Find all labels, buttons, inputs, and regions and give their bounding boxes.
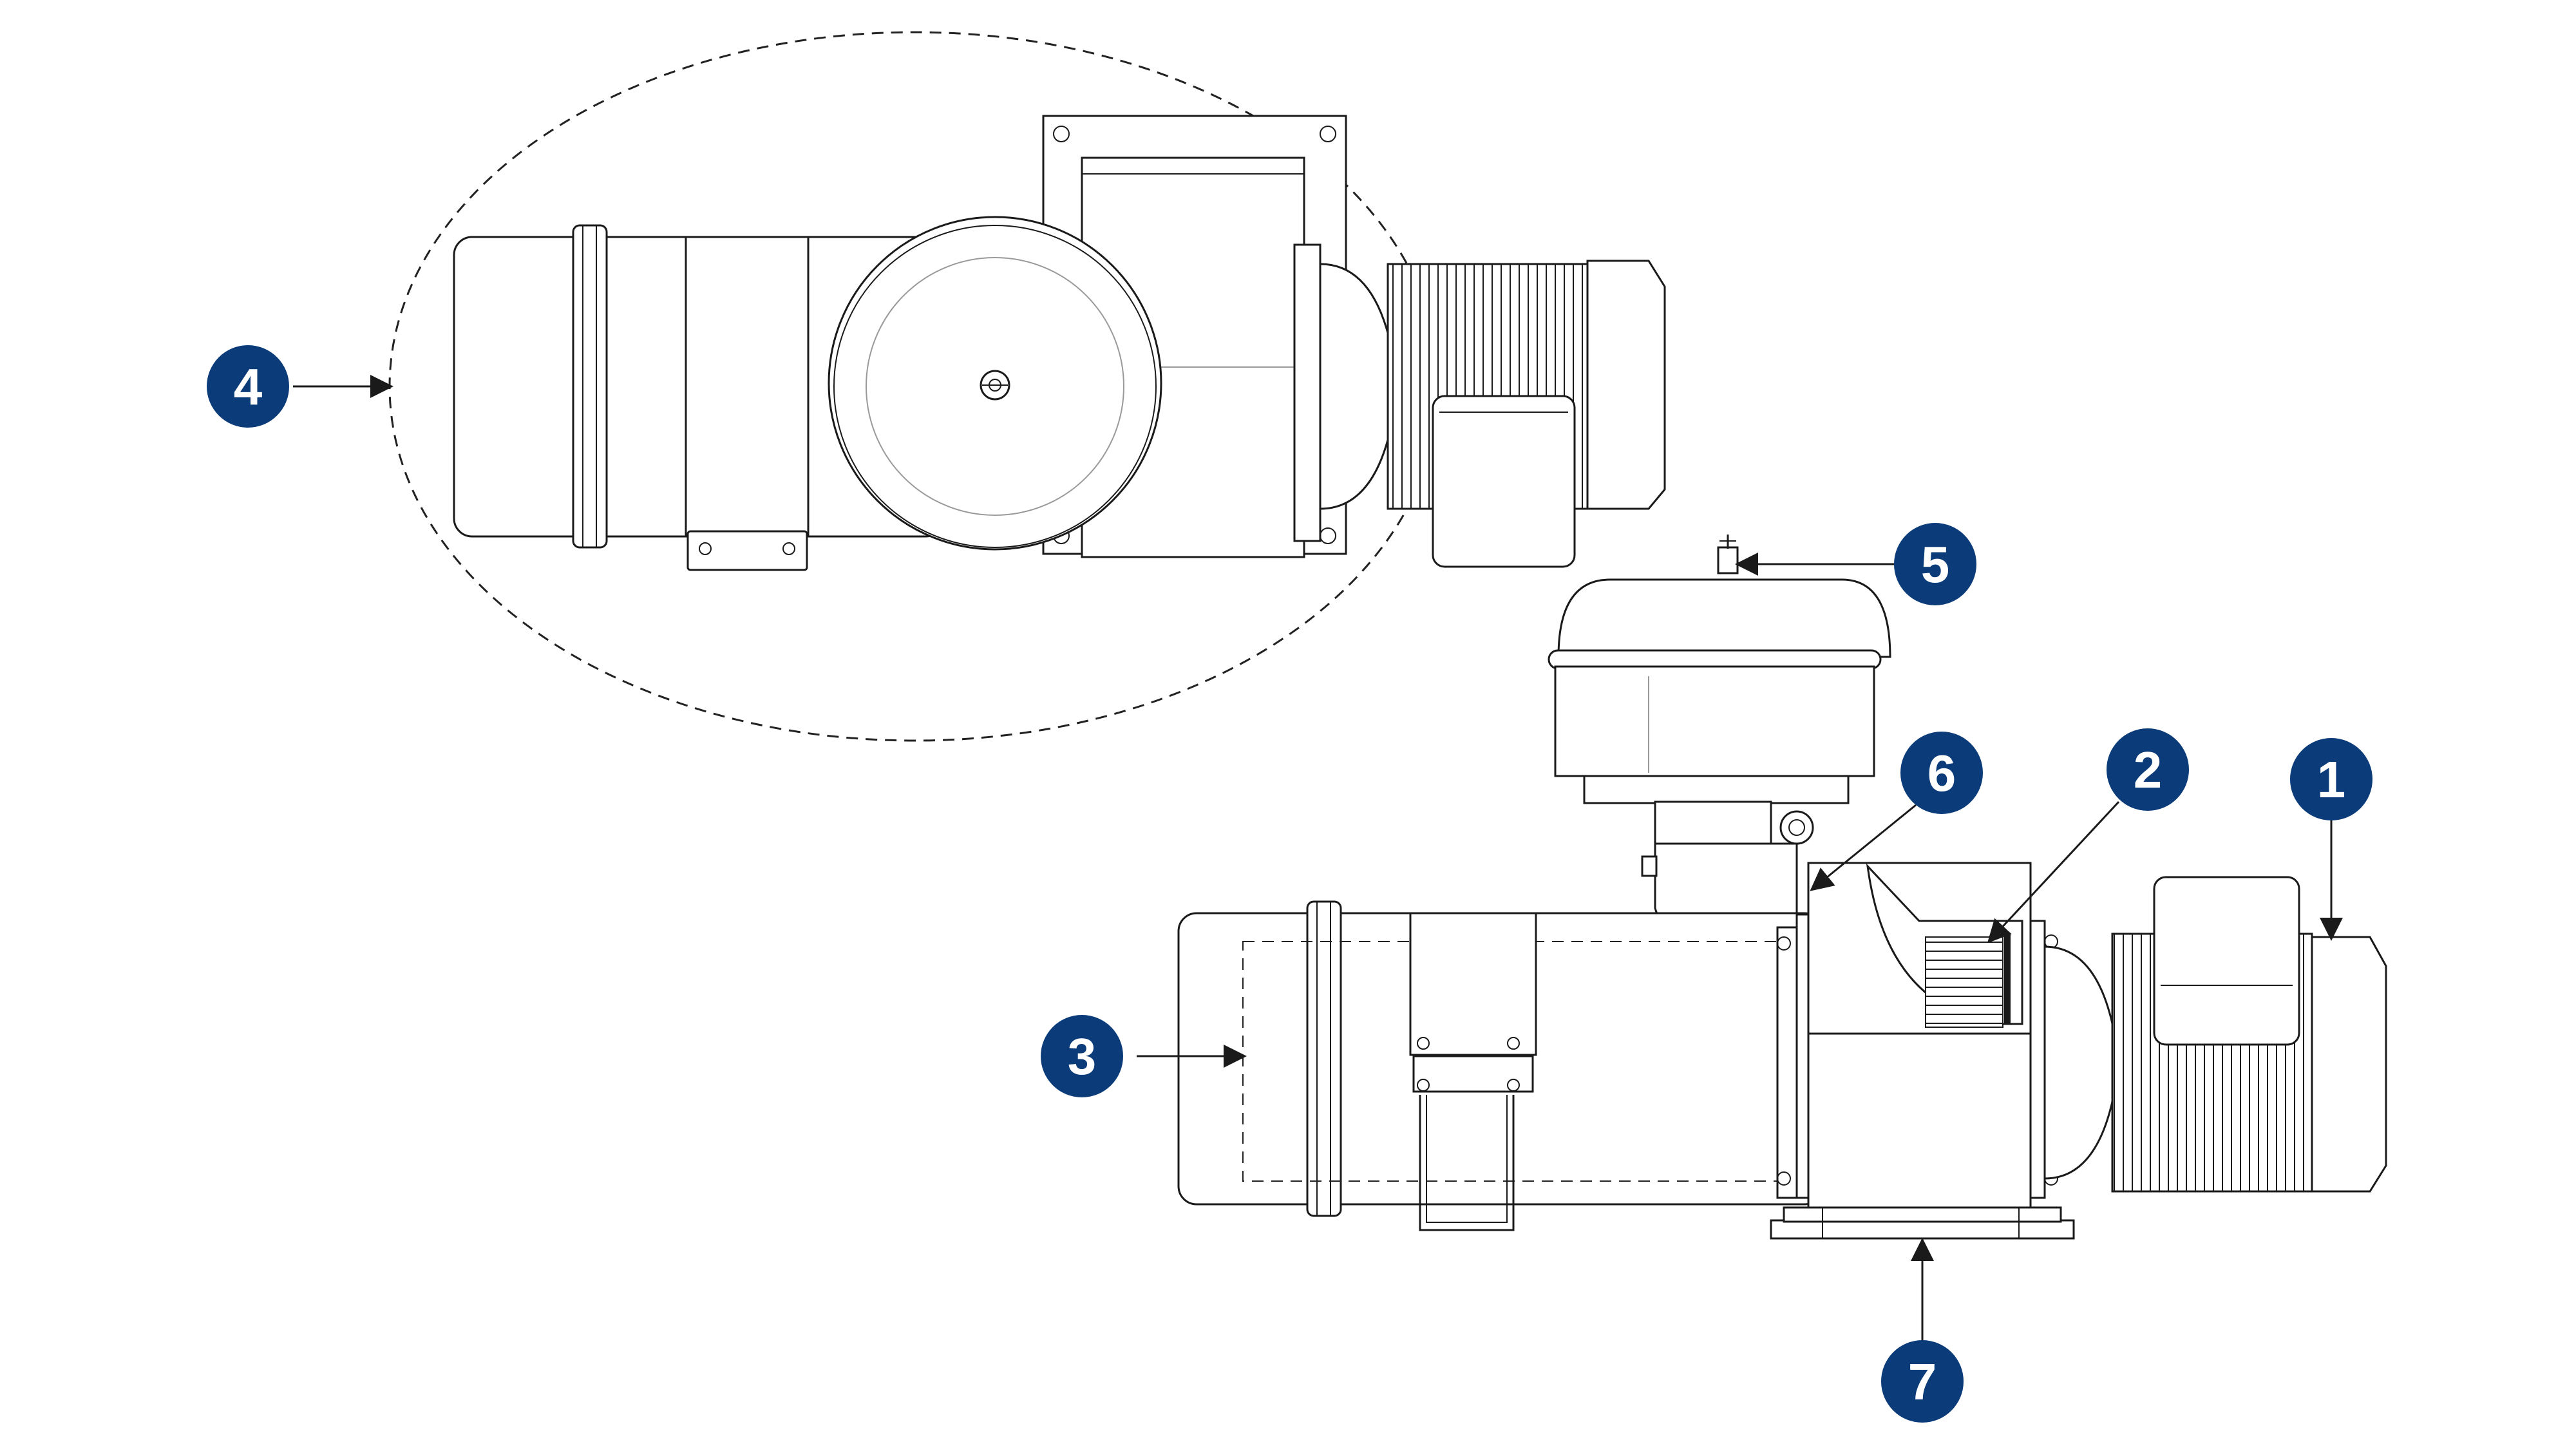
svg-text:1: 1 bbox=[2317, 751, 2346, 808]
blower-housing bbox=[1770, 862, 2075, 1240]
callout-1: 1 bbox=[2290, 738, 2372, 820]
filter-housing-top bbox=[453, 224, 945, 571]
callout-7: 7 bbox=[1881, 1340, 1964, 1423]
svg-text:6: 6 bbox=[1927, 744, 1956, 802]
leader-2 bbox=[1987, 800, 2120, 943]
callout-2: 2 bbox=[2107, 728, 2189, 811]
callout-4: 4 bbox=[207, 345, 289, 428]
svg-text:2: 2 bbox=[2134, 741, 2163, 799]
front-view-assembly bbox=[1177, 535, 2387, 1240]
round-lid-top bbox=[828, 216, 1162, 551]
top-view-assembly bbox=[388, 31, 1666, 742]
svg-text:7: 7 bbox=[1908, 1353, 1937, 1410]
leader-6 bbox=[1810, 804, 1917, 891]
motor-front bbox=[2043, 876, 2387, 1193]
callout-6: 6 bbox=[1900, 732, 1983, 814]
motor-top bbox=[1319, 260, 1666, 568]
callout-5: 5 bbox=[1894, 523, 1976, 605]
leader-lines bbox=[293, 375, 2343, 1343]
svg-text:5: 5 bbox=[1921, 536, 1950, 593]
svg-text:4: 4 bbox=[234, 358, 263, 415]
svg-text:3: 3 bbox=[1068, 1028, 1097, 1085]
callout-3: 3 bbox=[1041, 1015, 1123, 1097]
horizontal-housing bbox=[1177, 900, 1824, 1231]
